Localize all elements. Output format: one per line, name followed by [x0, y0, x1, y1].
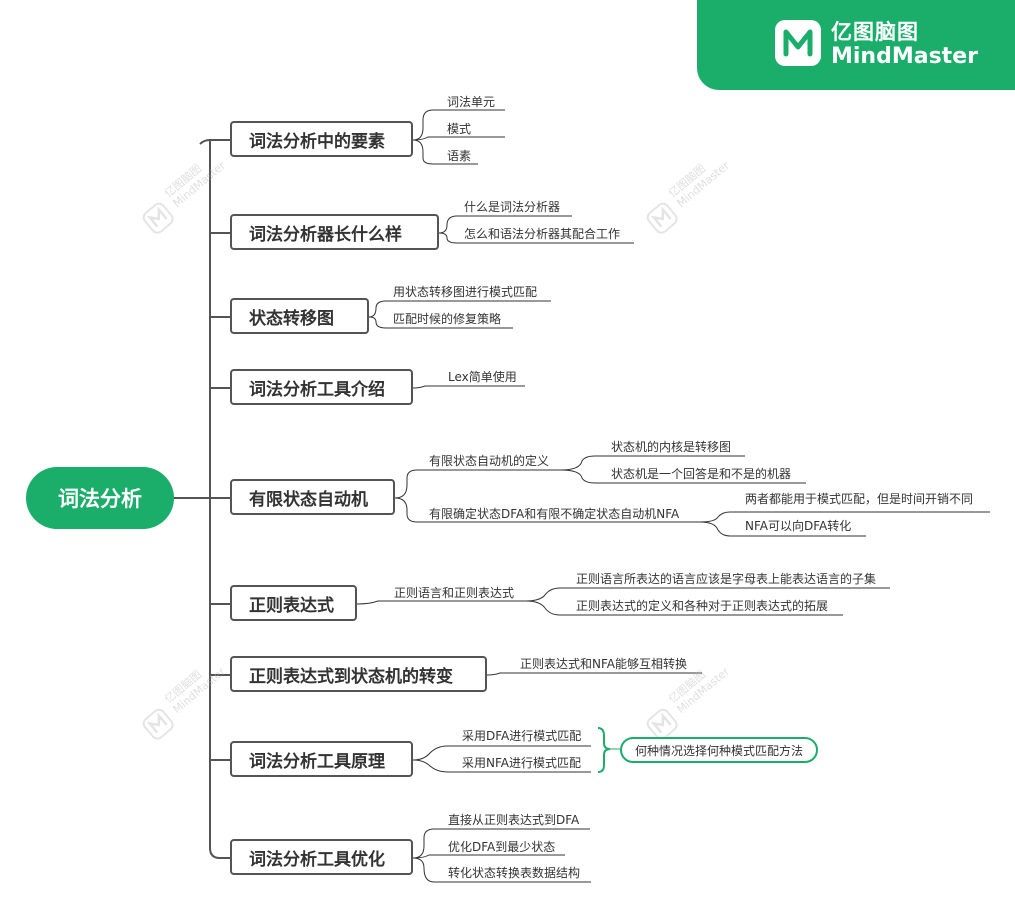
watermark-logo-icon [646, 202, 678, 234]
topic-regex-to-automaton[interactable]: 正则表达式到状态机的转变 [230, 656, 487, 692]
subtopic[interactable]: 两者都能用于模式匹配，但是时间开销不同 [745, 492, 974, 506]
subtopic[interactable]: 状态机是一个回答是和不是的机器 [611, 467, 792, 481]
topic-lexer-structure[interactable]: 词法分析器长什么样 [230, 214, 439, 250]
subtopic[interactable]: 什么是词法分析器 [464, 200, 561, 214]
mindmaster-logo-icon [775, 20, 821, 66]
subtopic[interactable]: 词法单元 [447, 95, 496, 109]
root-topic[interactable]: 词法分析 [26, 467, 174, 529]
subtopic[interactable]: 正则语言和正则表达式 [394, 586, 515, 600]
subtopic[interactable]: Lex简单使用 [448, 370, 517, 384]
watermark-logo-icon [142, 202, 174, 234]
watermark-logo-icon [142, 708, 174, 740]
subtopic[interactable]: 采用DFA进行模式匹配 [462, 729, 582, 743]
subtopic[interactable]: 怎么和语法分析器其配合工作 [464, 227, 621, 241]
summary-callout[interactable]: 何种情况选择何种模式匹配方法 [620, 737, 818, 763]
topic-finite-automata[interactable]: 有限状态自动机 [230, 479, 395, 515]
subtopic[interactable]: 有限确定状态DFA和有限不确定状态自动机NFA [429, 507, 680, 521]
topic-lexer-tool-principle[interactable]: 词法分析工具原理 [230, 741, 413, 777]
brand-name-cn: 亿图脑图 [831, 20, 919, 44]
topic-regular-expression[interactable]: 正则表达式 [230, 585, 357, 621]
subtopic[interactable]: 正则表达式的定义和各种对于正则表达式的拓展 [576, 599, 829, 613]
subtopic[interactable]: 用状态转移图进行模式匹配 [393, 285, 538, 299]
subtopic[interactable]: 转化状态转换表数据结构 [448, 866, 581, 880]
subtopic[interactable]: 状态机的内核是转移图 [611, 440, 732, 454]
subtopic[interactable]: 有限状态自动机的定义 [429, 454, 550, 468]
subtopic[interactable]: 正则语言所表达的语言应该是字母表上能表达语言的子集 [576, 572, 877, 586]
watermark-logo-icon [646, 708, 678, 740]
subtopic[interactable]: 正则表达式和NFA能够互相转换 [520, 657, 687, 671]
topic-state-transition-diagram[interactable]: 状态转移图 [230, 298, 369, 334]
subtopic[interactable]: 采用NFA进行模式匹配 [462, 756, 581, 770]
subtopic[interactable]: 直接从正则表达式到DFA [448, 813, 580, 827]
brand-name-en: MindMaster [831, 44, 978, 69]
subtopic[interactable]: 匹配时候的修复策略 [393, 312, 502, 326]
topic-lexical-elements[interactable]: 词法分析中的要素 [230, 121, 413, 157]
subtopic[interactable]: NFA可以向DFA转化 [745, 519, 852, 533]
topic-lexer-tool-intro[interactable]: 词法分析工具介绍 [230, 369, 413, 405]
subtopic[interactable]: 模式 [447, 122, 472, 136]
brand-banner: 亿图脑图 MindMaster [697, 0, 1015, 90]
subtopic[interactable]: 优化DFA到最少状态 [448, 840, 556, 854]
topic-lexer-tool-optimization[interactable]: 词法分析工具优化 [230, 839, 413, 875]
subtopic[interactable]: 语素 [447, 149, 472, 163]
